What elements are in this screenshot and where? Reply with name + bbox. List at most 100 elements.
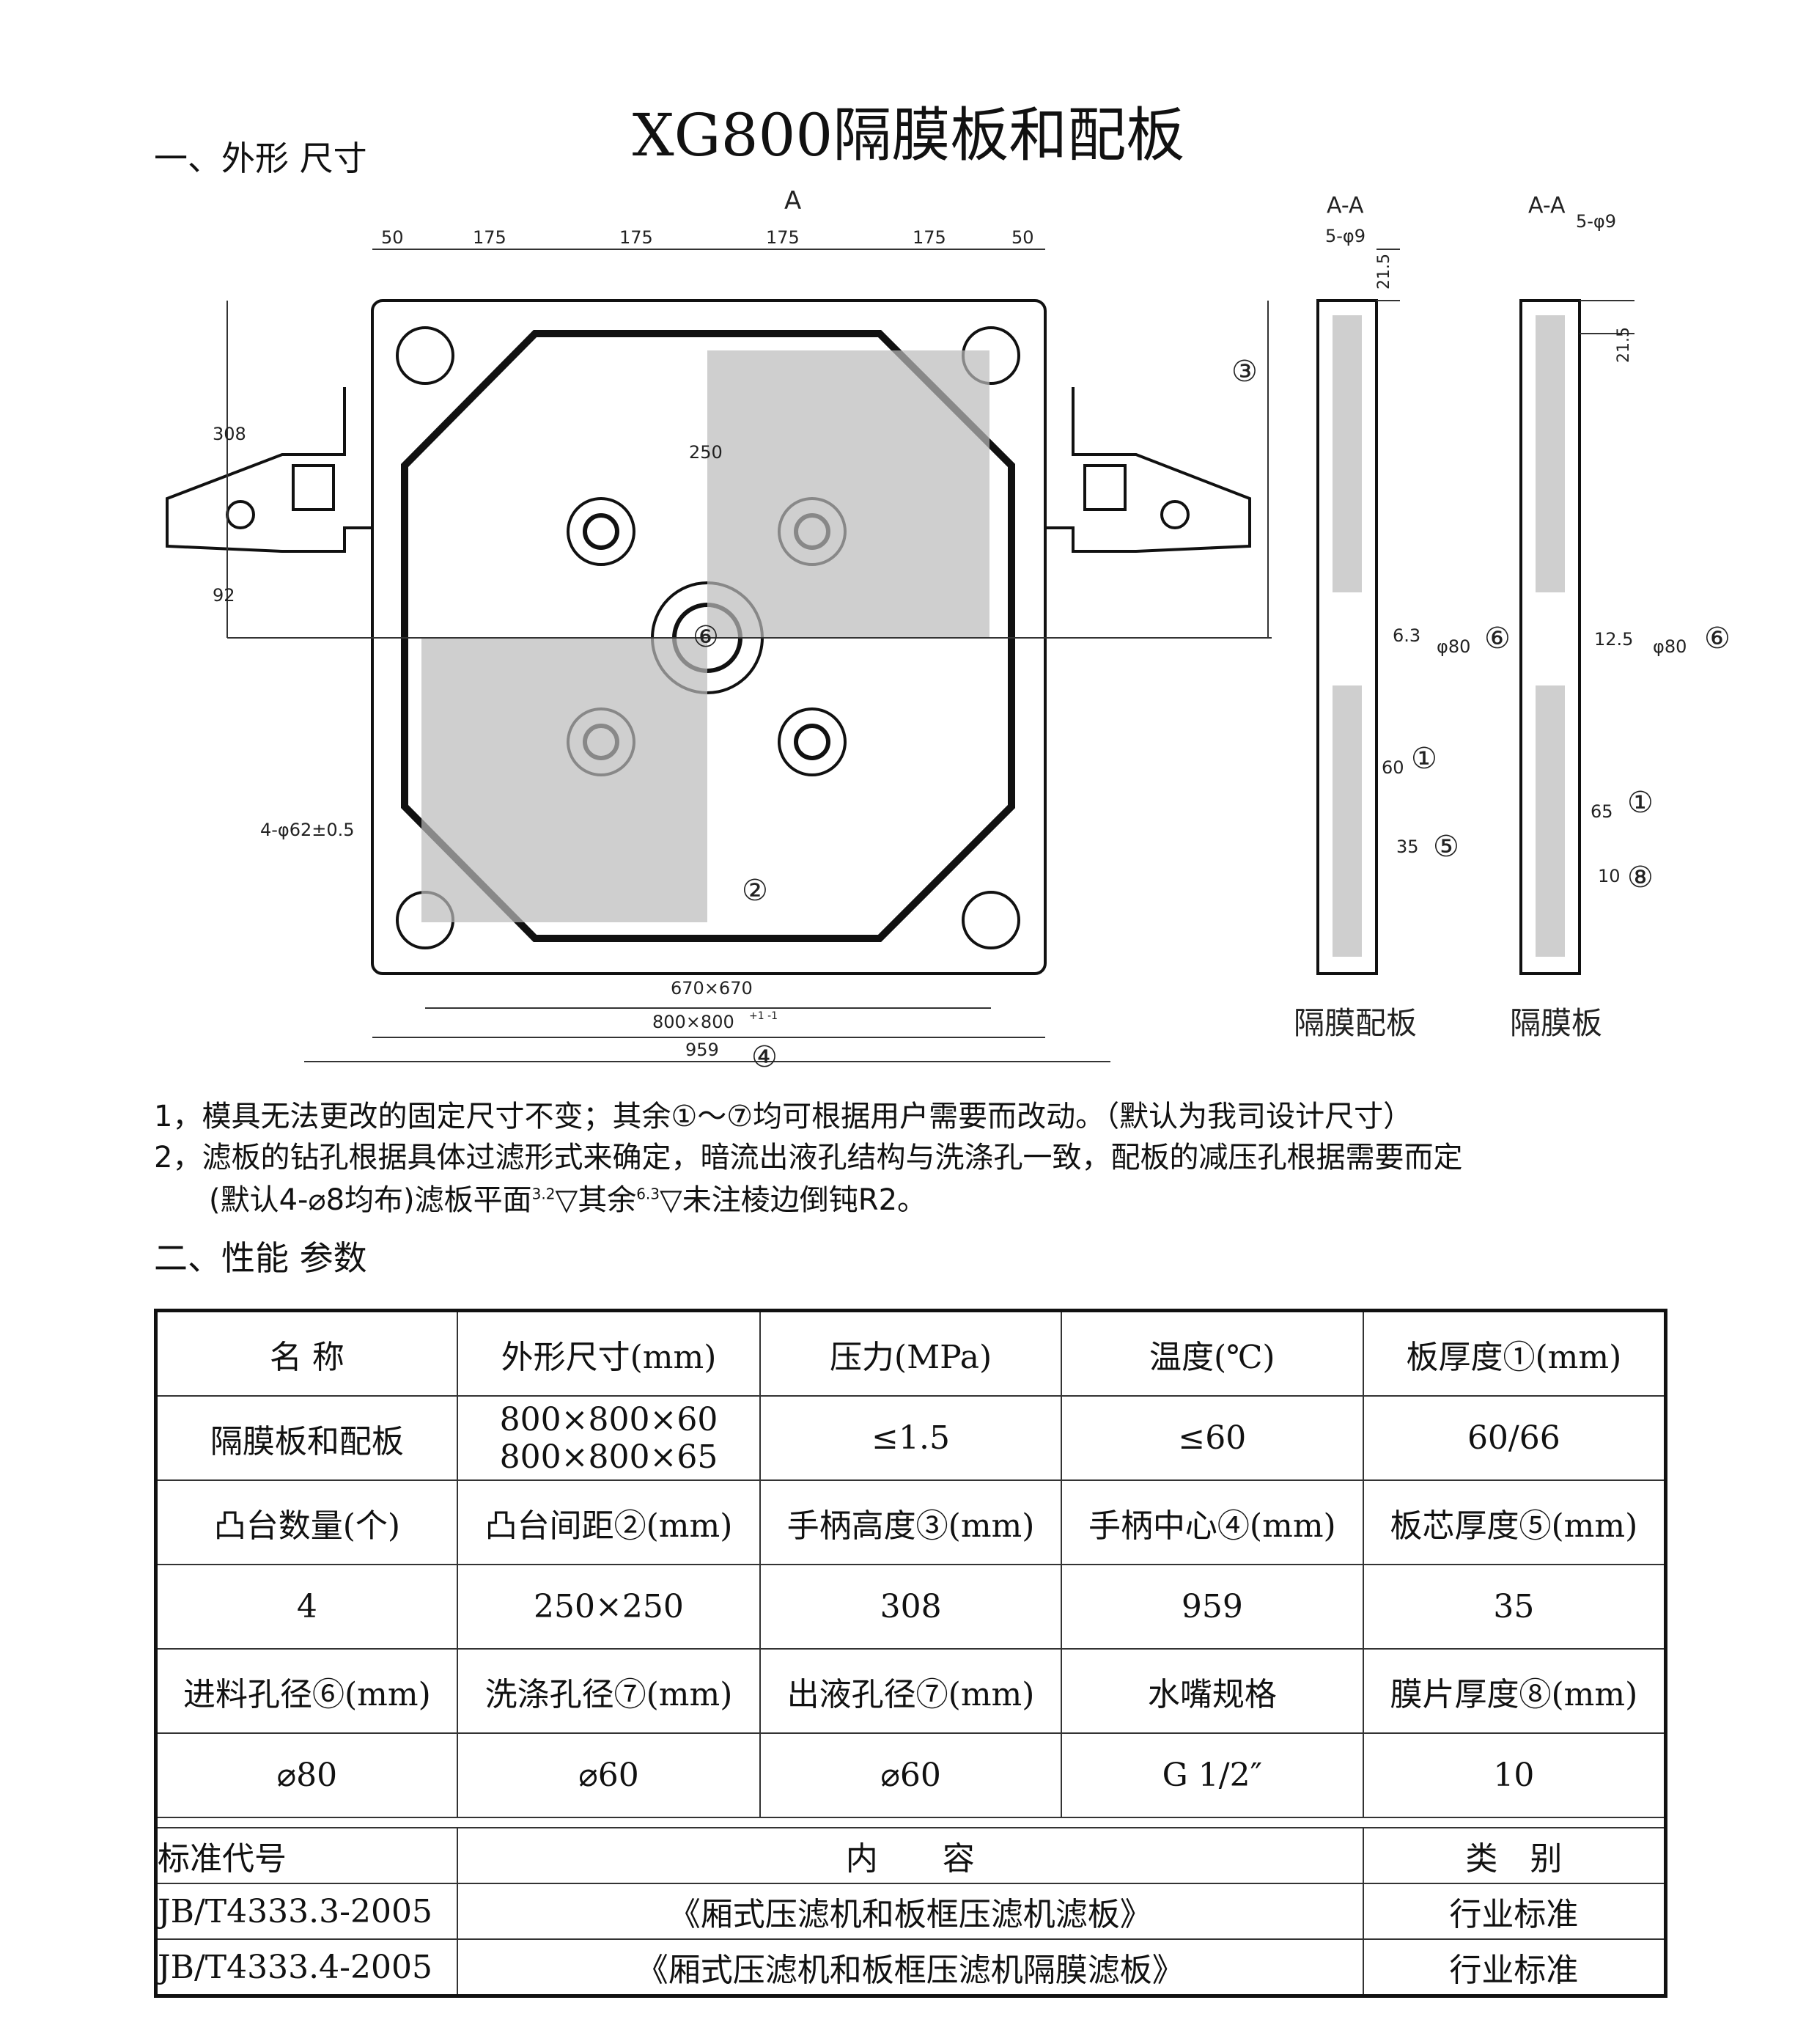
table-cell: 行业标准 xyxy=(1362,1883,1667,1940)
table-cell: 内 容 xyxy=(456,1827,1364,1884)
table-cell: 35 xyxy=(1362,1564,1667,1650)
note-3-end: 未注棱边倒钝R2。 xyxy=(682,1183,927,1217)
table-cell: ⌀60 xyxy=(456,1732,762,1818)
holes-label-right: 5-φ9 xyxy=(1576,211,1616,232)
table-cell: 名 称 xyxy=(155,1309,458,1397)
dim-top-1: 50 xyxy=(381,227,404,248)
feed-dim-left: φ80 xyxy=(1437,636,1470,657)
table-cell: 出液孔径⑦(mm) xyxy=(759,1648,1062,1734)
table-row: 进料孔径⑥(mm)洗涤孔径⑦(mm)出液孔径⑦(mm)水嘴规格膜片厚度⑧(mm) xyxy=(155,1648,1667,1734)
note-1: 1，模具无法更改的固定尺寸不变；其余①～⑦均可根据用户需要而改动。（默认为我司设… xyxy=(154,1100,1413,1133)
dim-250: 250 xyxy=(689,442,723,463)
table-cell: 板厚度①(mm) xyxy=(1362,1309,1667,1397)
roughness-right: 12.5 xyxy=(1594,629,1633,650)
drainage-pattern xyxy=(707,350,989,638)
boss-label: 4-φ62±0.5 xyxy=(260,820,355,840)
table-cell: 手柄高度③(mm) xyxy=(759,1479,1062,1565)
table-cell: 250×250 xyxy=(456,1564,762,1650)
dim-top-2: 175 xyxy=(473,227,506,248)
table-row: 名 称外形尺寸(mm)压力(MPa)温度(℃)板厚度①(mm) xyxy=(155,1309,1667,1397)
table-cell: 温度(℃) xyxy=(1060,1309,1364,1397)
technical-drawing: 50 175 175 175 175 50 A 308 92 250 4-φ62… xyxy=(166,186,1731,1074)
dim-92: 92 xyxy=(213,585,235,606)
marker-3: ③ xyxy=(1231,355,1258,389)
table-cell: ⌀80 xyxy=(155,1732,458,1818)
table-cell: 手柄中心④(mm) xyxy=(1060,1479,1364,1565)
table-cell: 类 别 xyxy=(1362,1827,1667,1884)
section-parameters-heading: 二、性能 参数 xyxy=(154,1238,367,1278)
table-cell: 外形尺寸(mm) xyxy=(456,1309,762,1397)
dim-top-4: 175 xyxy=(766,227,800,248)
table-cell: 60/66 xyxy=(1362,1395,1667,1481)
dim-800: 800×800 xyxy=(652,1012,734,1032)
marker-5: ⑤ xyxy=(1433,830,1459,864)
marker-2: ② xyxy=(742,874,768,908)
standards-row: JB/T4333.3-2005《厢式压滤机和板框压滤机滤板》行业标准 xyxy=(155,1883,1667,1940)
table-cell: 标准代号 xyxy=(155,1827,458,1884)
table-cell: 800×800×60 800×800×65 xyxy=(456,1395,762,1481)
diaphragm-mating-plate-section xyxy=(1316,299,1378,975)
table-row: 凸台数量(个)凸台间距②(mm)手柄高度③(mm)手柄中心④(mm)板芯厚度⑤(… xyxy=(155,1479,1667,1565)
table-cell: G 1/2″ xyxy=(1060,1732,1364,1818)
table-cell: 压力(MPa) xyxy=(759,1309,1062,1397)
roughness-6-3: 6.3 xyxy=(636,1185,660,1203)
note-3-rest: 其余 xyxy=(578,1183,637,1217)
page-title: XG800隔膜板和配板 xyxy=(632,101,1185,169)
dim-top-6: 50 xyxy=(1011,227,1034,248)
table-cell: 凸台数量(个) xyxy=(155,1479,458,1565)
left-handle xyxy=(166,387,372,553)
table-cell: ≤60 xyxy=(1060,1395,1364,1481)
table-cell: 《厢式压滤机和板框压滤机隔膜滤板》 xyxy=(456,1938,1364,1997)
marker-1-left: ① xyxy=(1411,742,1437,776)
table-cell: ⌀60 xyxy=(759,1732,1062,1818)
dim-670: 670×670 xyxy=(671,978,753,999)
dim-top-5: 175 xyxy=(913,227,946,248)
table-cell: 进料孔径⑥(mm) xyxy=(155,1648,458,1734)
right-handle xyxy=(1045,387,1251,553)
note-2: 2，滤板的钻孔根据具体过滤形式来确定，暗流出液孔结构与洗涤孔一致，配板的减压孔根… xyxy=(154,1141,1463,1174)
dim-35: 35 xyxy=(1396,837,1419,857)
table-cell: 10 xyxy=(1362,1732,1667,1818)
table-cell: 308 xyxy=(759,1564,1062,1650)
feed-dim-right: φ80 xyxy=(1653,636,1687,657)
section-label-right: A-A xyxy=(1528,193,1566,218)
table-cell: 凸台间距②(mm) xyxy=(456,1479,762,1565)
note-3-text: (默认4-⌀8均布)滤板平面 xyxy=(209,1183,532,1217)
table-cell: JB/T4333.3-2005 xyxy=(155,1883,458,1940)
dim-800-tolerance: +1 -1 xyxy=(749,1010,778,1022)
standards-header-row: 标准代号内 容类 别 xyxy=(155,1827,1667,1884)
marker-8: ⑧ xyxy=(1627,861,1654,894)
dim-10: 10 xyxy=(1598,866,1621,886)
roughness-left: 6.3 xyxy=(1393,625,1420,646)
corner-hole xyxy=(396,326,454,385)
spacer xyxy=(155,1817,1666,1828)
table-cell: 《厢式压滤机和板框压滤机滤板》 xyxy=(456,1883,1364,1940)
dim-959: 959 xyxy=(685,1040,719,1060)
section-dimensions-heading: 一、外形 尺寸 xyxy=(154,139,367,178)
marker-6-left: ⑥ xyxy=(1484,622,1511,655)
dim-21-5-left: 21.5 xyxy=(1375,254,1393,290)
table-cell: ≤1.5 xyxy=(759,1395,1062,1481)
dim-65: 65 xyxy=(1591,801,1613,822)
marker-6-right: ⑥ xyxy=(1704,622,1731,655)
table-cell: 水嘴规格 xyxy=(1060,1648,1364,1734)
dim-60: 60 xyxy=(1382,757,1404,778)
diaphragm-plate-section xyxy=(1519,299,1581,975)
dim-21-5-right: 21.5 xyxy=(1615,327,1633,363)
marker-1-right: ① xyxy=(1627,786,1654,820)
holes-label-left: 5-φ9 xyxy=(1325,226,1365,246)
section-label-left: A-A xyxy=(1327,193,1364,218)
caption-mating-plate: 隔膜配板 xyxy=(1294,1005,1417,1041)
table-cell: 4 xyxy=(155,1564,458,1650)
table-cell: 行业标准 xyxy=(1362,1938,1667,1997)
standards-row: JB/T4333.4-2005《厢式压滤机和板框压滤机隔膜滤板》行业标准 xyxy=(155,1938,1667,1997)
table-cell: 洗涤孔径⑦(mm) xyxy=(456,1648,762,1734)
table-cell: 959 xyxy=(1060,1564,1364,1650)
table-cell: 板芯厚度⑤(mm) xyxy=(1362,1479,1667,1565)
caption-diaphragm-plate: 隔膜板 xyxy=(1510,1005,1602,1041)
dim-308: 308 xyxy=(213,424,246,444)
